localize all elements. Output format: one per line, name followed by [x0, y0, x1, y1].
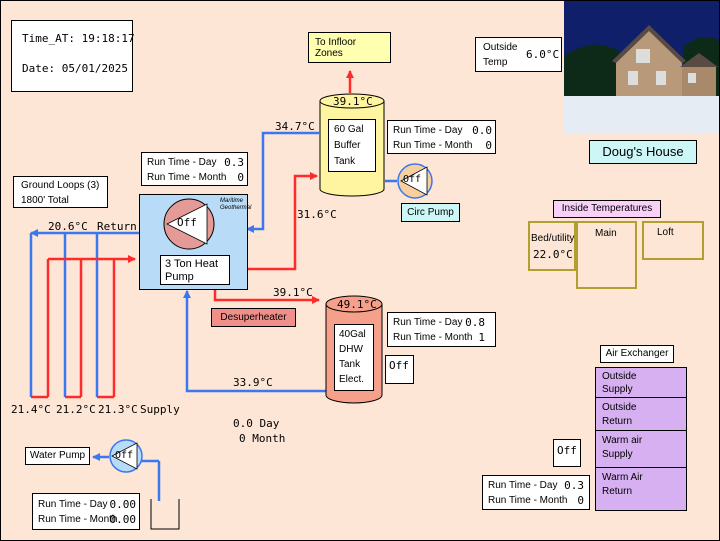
- time-date-panel: Time_AT: 19:18:17 Date: 05/01/2025: [11, 20, 135, 92]
- buffer-runtime-panel: Run Time - Day 0.0 Run Time - Month 0: [387, 120, 496, 154]
- loft-zone: Loft: [642, 221, 704, 260]
- inside-temps-title: Inside Temperatures: [553, 200, 661, 218]
- element-usage-month: 0 Month: [239, 432, 286, 445]
- element-usage-day: 0.0 Day: [233, 417, 280, 430]
- air-outside-supply: Outside Supply: [595, 367, 687, 398]
- heat-pump-compressor-icon[interactable]: Off: [162, 197, 216, 251]
- loop1-supply-temp: 21.4°C: [11, 403, 51, 416]
- date-label: Date: 05/01/2025: [22, 62, 128, 75]
- ground-return-temp: 20.6°C: [48, 220, 88, 233]
- air-warm-supply: Warm air Supply: [595, 430, 687, 468]
- water-pump-state: Off: [115, 450, 134, 461]
- loop2-supply-temp: 21.2°C: [56, 403, 96, 416]
- air-exchanger-state[interactable]: Off: [553, 439, 581, 467]
- heat-pump-brand-logo: Maritime Geothermal: [220, 198, 252, 211]
- heat-pump-state: Off: [177, 216, 197, 229]
- ground-loops-label: Ground Loops (3) 1800' Total: [13, 176, 108, 208]
- dhw-return-temp: 33.9°C: [233, 376, 273, 389]
- ground-supply-label: Supply: [140, 403, 180, 416]
- heat-pump-runtime-panel: Run Time - Day 0.3 Run Time - Month 0: [141, 152, 248, 186]
- air-warm-return: Warm Air Return: [595, 467, 687, 511]
- house-photo: [564, 1, 719, 133]
- air-runtime-panel: Run Time - Day 0.3 Run Time - Month 0: [482, 475, 590, 510]
- house-name-label: Doug's House: [589, 140, 697, 164]
- time-label: Time_AT: 19:18:17: [22, 32, 135, 45]
- circ-pump-state: Off: [403, 174, 422, 185]
- heat-pump-unit: Off Maritime Geothermal 3 Ton Heat Pump: [139, 194, 252, 290]
- air-exchanger-panel: Outside Supply Outside Return Warm air S…: [595, 367, 687, 511]
- water-pump-label: Water Pump: [25, 447, 90, 465]
- circ-pump-icon[interactable]: Off: [397, 163, 433, 199]
- air-exchanger-title: Air Exchanger: [600, 345, 674, 363]
- outside-temp-value: 6.0°C: [526, 48, 560, 61]
- dhw-runtime-panel: Run Time - Day 0.8 Run Time - Month 1: [387, 312, 496, 347]
- outside-temp-panel: Outside Temp 6.0°C: [475, 37, 562, 72]
- buffer-tank-top-temp: 39.1°C: [333, 95, 373, 108]
- ground-return-label: Return: [97, 220, 137, 233]
- circ-pump-label: Circ Pump: [401, 203, 460, 222]
- buffer-tank: 39.1°C 60 Gal Buffer Tank: [319, 93, 385, 197]
- bed-utility-zone: Bed/utility 22.0°C: [528, 221, 576, 271]
- dhw-element-state[interactable]: Off: [385, 355, 414, 384]
- desuperheater-label: Desuperheater: [211, 308, 296, 327]
- heat-pump-return-temp: 34.7°C: [275, 120, 315, 133]
- dhw-tank-top-temp: 49.1°C: [337, 298, 377, 311]
- infloor-zones-label: To Infloor Zones: [308, 32, 391, 63]
- dhw-tank: 49.1°C 40Gal DHW Tank Elect.: [325, 295, 383, 405]
- main-zone: Main: [576, 221, 637, 289]
- buffer-supply-temp: 31.6°C: [297, 208, 337, 221]
- water-runtime-panel: Run Time - Day 0.00 Run Time - Month 0.0…: [32, 493, 140, 530]
- desuperheater-supply-temp: 39.1°C: [273, 286, 313, 299]
- bed-utility-temp: 22.0°C: [533, 248, 573, 261]
- loop3-supply-temp: 21.3°C: [98, 403, 138, 416]
- water-pump-icon[interactable]: Off: [109, 439, 143, 473]
- air-outside-return: Outside Return: [595, 397, 687, 431]
